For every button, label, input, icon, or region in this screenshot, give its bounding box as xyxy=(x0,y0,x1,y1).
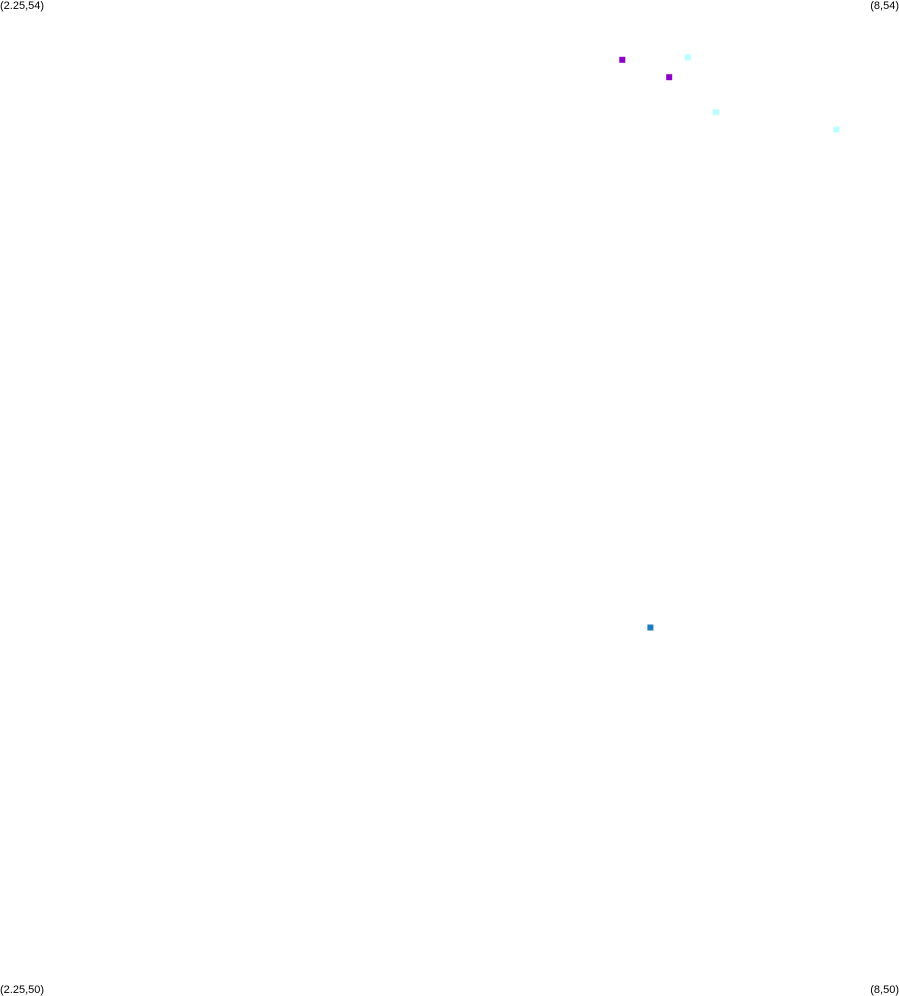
scatter-point-4 xyxy=(713,109,720,116)
bottom-left-coordinate-label: (2.25,50) xyxy=(0,984,45,996)
bottom-right-coordinate-label: (8,50) xyxy=(870,984,899,996)
scatter-point-6 xyxy=(647,624,654,631)
scatter-point-5 xyxy=(833,126,840,133)
top-right-coordinate-label: (8,54) xyxy=(870,0,899,12)
scatter-point-2 xyxy=(666,74,673,81)
scatter-point-1 xyxy=(619,56,626,63)
top-left-coordinate-label: (2.25,54) xyxy=(0,0,45,12)
scatter-point-3 xyxy=(684,54,691,61)
